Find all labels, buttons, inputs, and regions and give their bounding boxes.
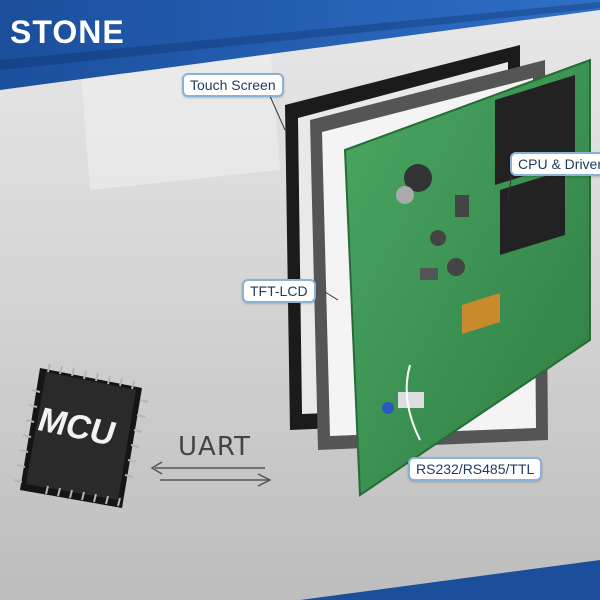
- label-touch-screen: Touch Screen: [182, 73, 284, 97]
- label-cpu-driver: CPU & Driver: [510, 152, 600, 176]
- brand-banner: [0, 0, 600, 90]
- label-serial-interface: RS232/RS485/TTL: [408, 457, 543, 481]
- serial-port-jumper: [382, 402, 394, 414]
- uart-label: UART: [178, 432, 251, 462]
- tft-lcd-callout: [324, 291, 339, 301]
- brand-logo-text: STONE: [10, 14, 125, 50]
- serial-callout: [405, 364, 421, 441]
- capacitor: [404, 164, 432, 192]
- bottom-banner: [300, 560, 600, 600]
- label-tft-lcd: TFT-LCD: [242, 279, 316, 303]
- touch-screen-callout: [269, 95, 286, 131]
- ribbon-connector: [462, 293, 500, 334]
- cpu-callout: [507, 171, 513, 201]
- mcu-chip: [13, 363, 149, 508]
- uart-arrows: [150, 461, 272, 487]
- memory-chip: [500, 170, 565, 255]
